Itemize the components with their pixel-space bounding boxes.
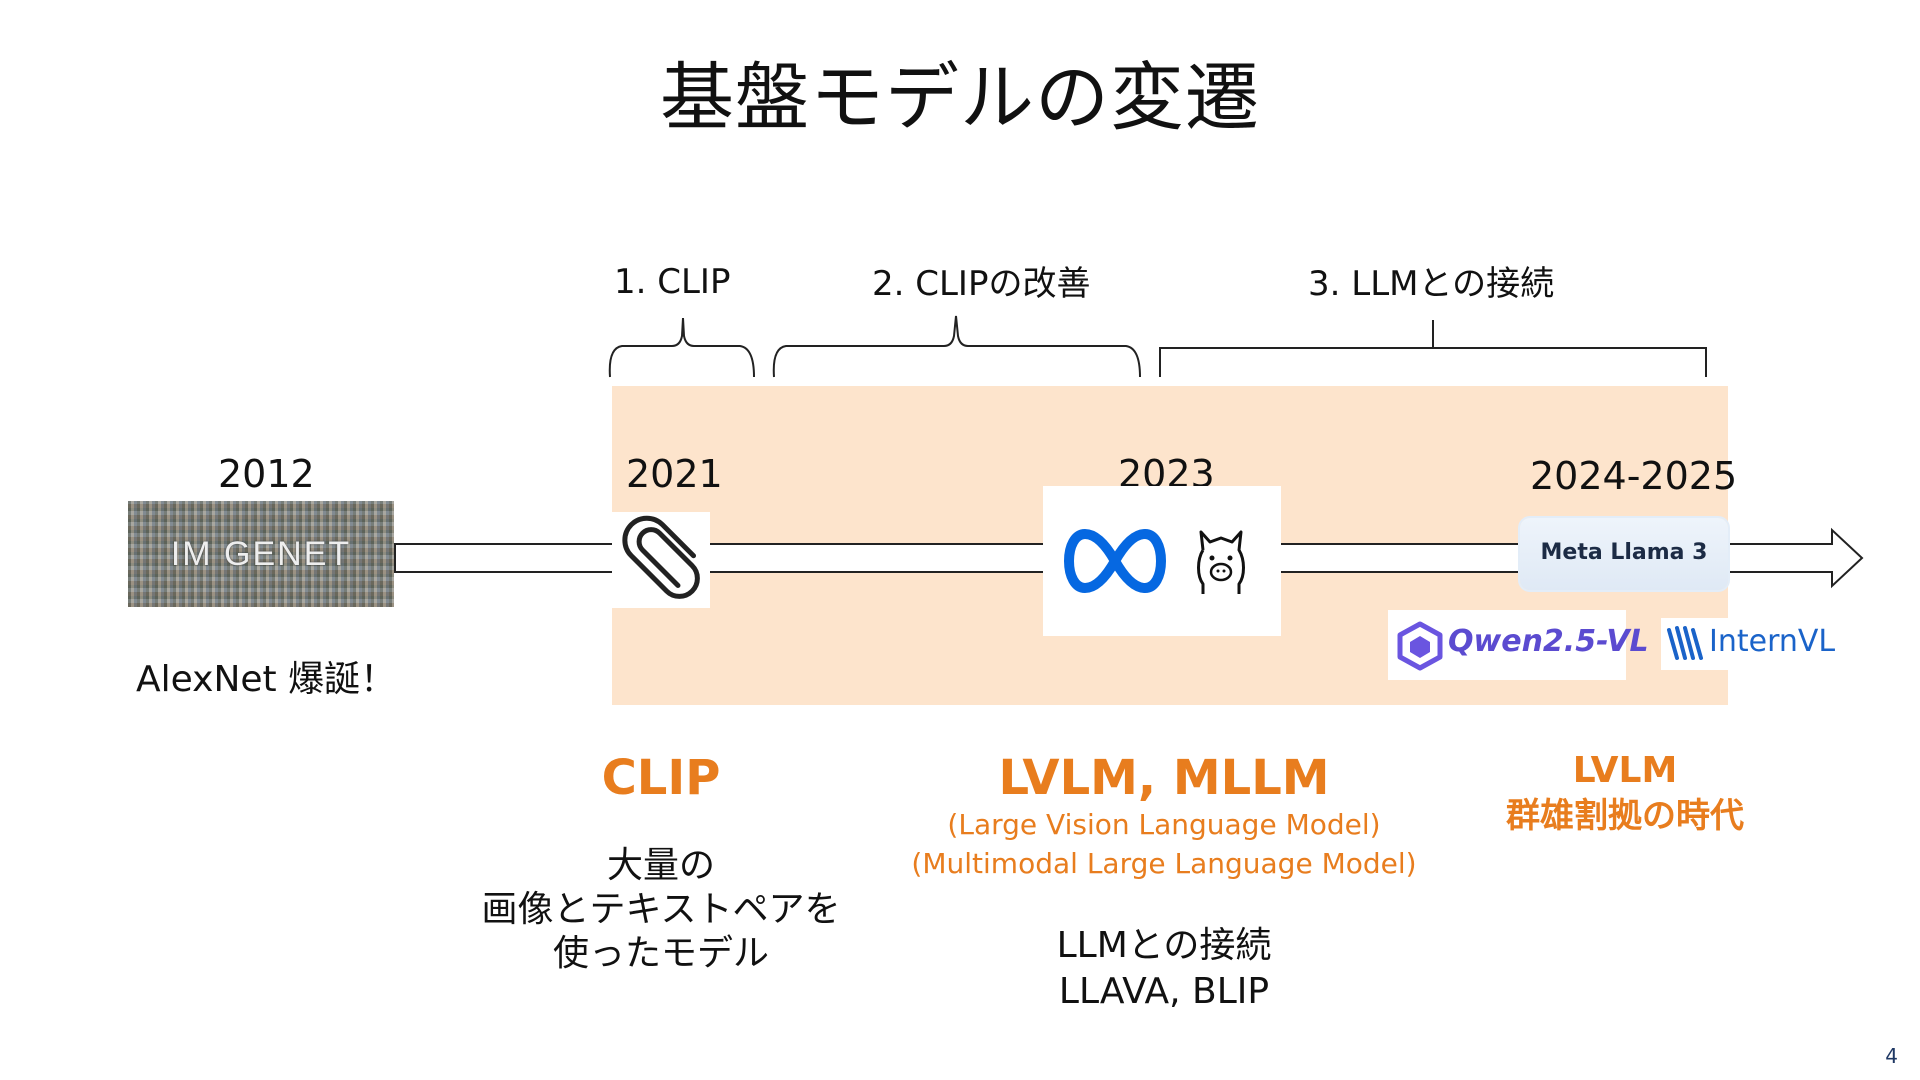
page-number: 4	[1885, 1044, 1898, 1068]
year-2024-2025: 2024-2025	[1530, 454, 1738, 498]
clip-desc-line-1: 大量の	[606, 845, 716, 886]
lvlm-heading: LVLM, MLLM	[998, 750, 1330, 806]
era-label-clip-improve: 2. CLIPの改善	[872, 264, 1091, 304]
clip-logo	[612, 512, 710, 608]
current-era-line-1: LVLM	[1572, 750, 1678, 791]
meta-llama-logo-box	[1043, 486, 1281, 636]
lvlm-desc-line-2: LLAVA, BLIP	[1058, 971, 1270, 1012]
era-label-clip: 1. CLIP	[614, 262, 731, 302]
imagenet-logo: IM GENET	[128, 501, 394, 607]
qwen-logo: Qwen2.5-VL	[1388, 610, 1649, 680]
meta-infinity-icon	[1064, 529, 1166, 593]
current-era-line-2: 群雄割拠の時代	[1506, 796, 1744, 836]
alexnet-caption: AlexNet 爆誕！	[136, 659, 397, 700]
paperclip-icon	[622, 515, 700, 599]
year-2012: 2012	[218, 452, 315, 496]
clip-heading: CLIP	[601, 750, 721, 806]
clip-description: 大量の 画像とテキストペアを 使ったモデル	[482, 844, 841, 976]
lvlm-subtitle-2: (Multimodal Large Language Model)	[911, 847, 1417, 880]
clip-desc-line-3: 使ったモデル	[552, 933, 770, 974]
internvl-logo-text: InternVL	[1709, 624, 1836, 659]
meta-llama-3-text: Meta Llama 3	[1540, 540, 1708, 565]
internvl-logo-icon	[1667, 626, 1703, 660]
slide-title: 基盤モデルの変遷	[660, 55, 1260, 141]
internvl-logo: InternVL	[1661, 618, 1847, 670]
meta-llama-3-badge: Meta Llama 3	[1520, 518, 1728, 590]
lvlm-subtitle-1: (Large Vision Language Model)	[947, 808, 1381, 841]
llama-icon	[1197, 530, 1245, 594]
qwen-logo-icon	[1397, 621, 1443, 671]
era-label-llm: 3. LLMとの接続	[1308, 264, 1555, 304]
lvlm-desc-line-1: LLMとの接続	[1056, 925, 1272, 966]
year-2021: 2021	[626, 452, 723, 496]
qwen-logo-text: Qwen2.5-VL	[1448, 624, 1649, 659]
clip-desc-line-2: 画像とテキストペアを	[481, 889, 841, 930]
imagenet-logo-text: IM GENET	[170, 535, 352, 573]
